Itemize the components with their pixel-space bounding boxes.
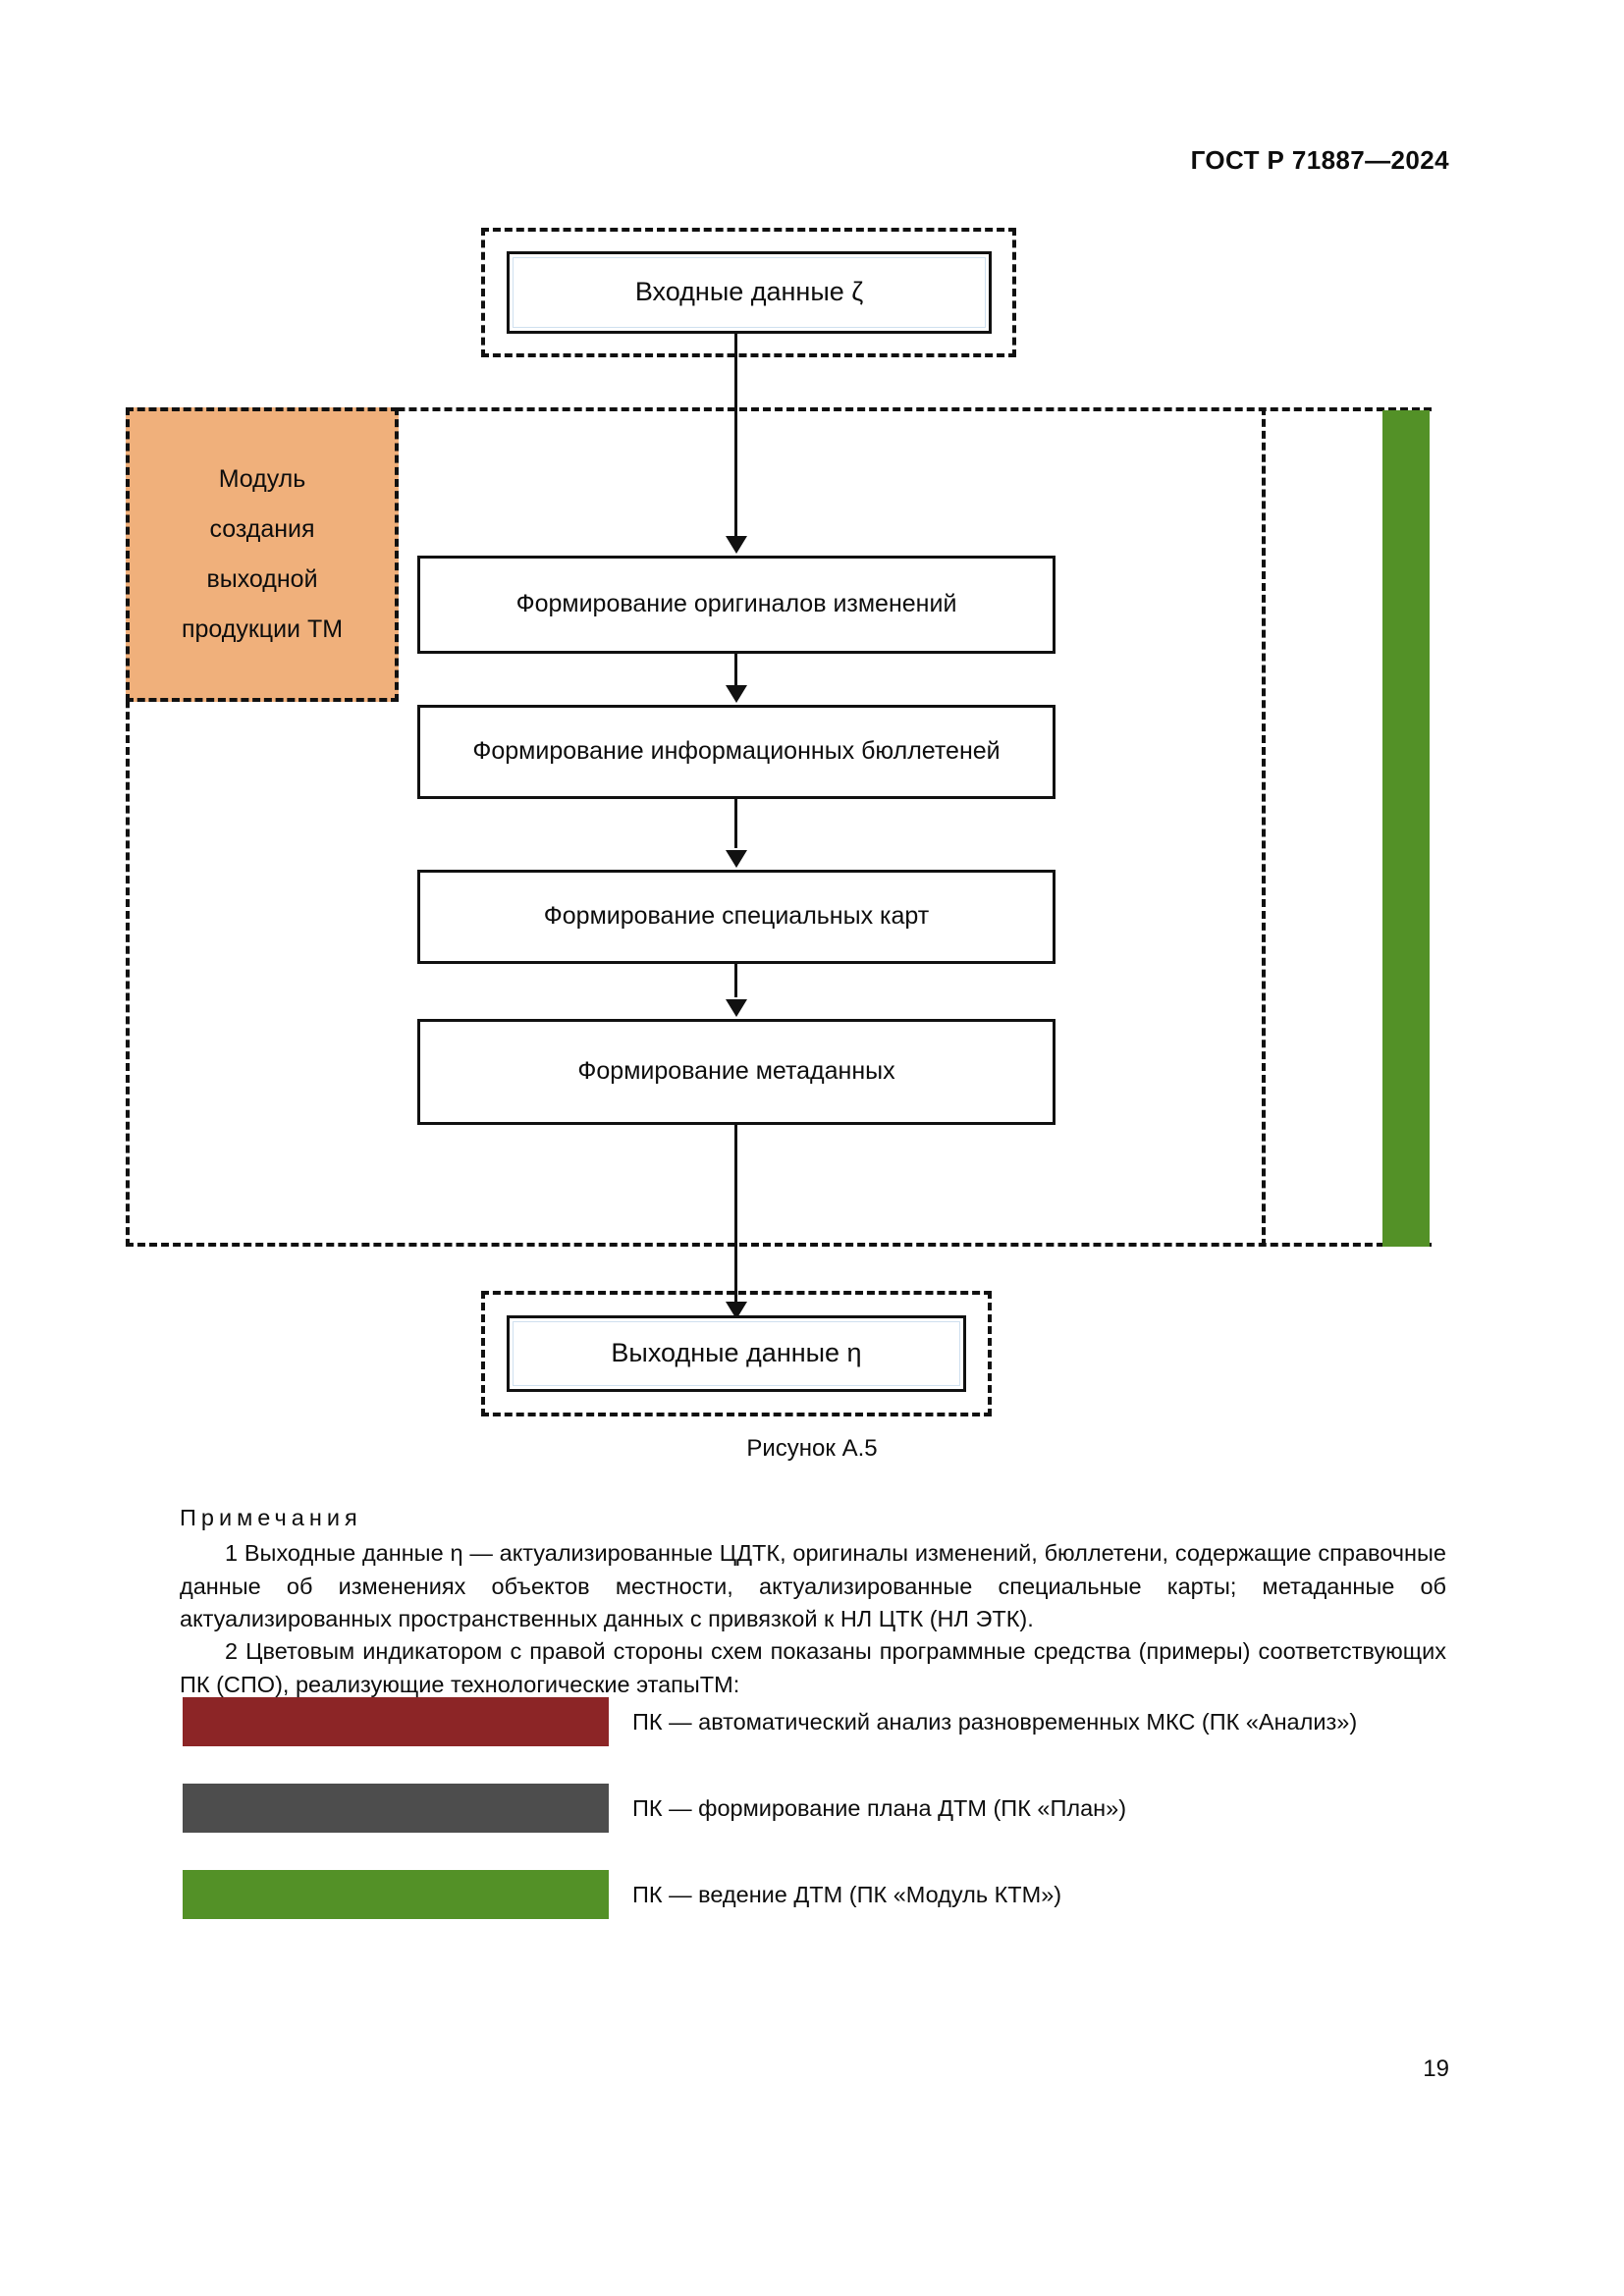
legend-row-analiz: ПК — автоматический анализ разновременны… bbox=[183, 1694, 1459, 1749]
software-indicator-bar-green bbox=[1382, 410, 1430, 1247]
figure-caption: Рисунок А.5 bbox=[746, 1435, 878, 1462]
legend-row-plan: ПК — формирование плана ДТМ (ПК «План») bbox=[183, 1781, 1459, 1836]
legend-label-analiz: ПК — автоматический анализ разновременны… bbox=[632, 1708, 1358, 1735]
connector-p2-to-p3 bbox=[734, 799, 737, 848]
connector-p3-to-p4 bbox=[734, 964, 737, 997]
node-process-3: Формирование специальных карт bbox=[417, 870, 1056, 964]
arrowhead-p1-to-p2 bbox=[726, 685, 747, 703]
document-header-standard-code: ГОСТ Р 71887—2024 bbox=[1190, 145, 1449, 175]
figure-a5: Входные данные ζ Модуль создания выходно… bbox=[126, 228, 1432, 1416]
note-item-2: 2 Цветовым индикатором с правой стороны … bbox=[180, 1638, 1446, 1697]
notes-section: Примечания 1 Выходные данные η — актуали… bbox=[180, 1502, 1446, 1701]
legend-swatch-analiz bbox=[183, 1697, 609, 1746]
node-output-data: Выходные данные η bbox=[507, 1315, 966, 1392]
node-input-data: Входные данные ζ bbox=[507, 251, 992, 334]
connector-input-to-p1 bbox=[734, 334, 737, 538]
legend-label-modul-ktm: ПК — ведение ДТМ (ПК «Модуль КТМ») bbox=[632, 1881, 1062, 1907]
process-group-dashed-boundary bbox=[126, 407, 1432, 1247]
node-process-4: Формирование метаданных bbox=[417, 1019, 1056, 1125]
arrowhead-p2-to-p3 bbox=[726, 850, 747, 868]
page-number: 19 bbox=[1423, 2056, 1449, 2082]
node-process-1: Формирование оригиналов изменений bbox=[417, 556, 1056, 654]
connector-p4-to-output bbox=[734, 1125, 737, 1309]
legend-swatch-modul-ktm bbox=[183, 1870, 609, 1919]
arrowhead-p4-to-output bbox=[726, 1302, 747, 1319]
note-item-1: 1 Выходные данные η — актуализированные … bbox=[180, 1540, 1446, 1632]
legend-label-plan: ПК — формирование плана ДТМ (ПК «План») bbox=[632, 1794, 1127, 1821]
connector-p1-to-p2 bbox=[734, 654, 737, 687]
process-group-right-divider bbox=[1262, 407, 1266, 1247]
notes-title: Примечания bbox=[180, 1505, 362, 1530]
arrowhead-input-to-p1 bbox=[726, 536, 747, 554]
input-dashed-boundary bbox=[481, 228, 1016, 357]
legend-swatch-plan bbox=[183, 1784, 609, 1833]
module-block bbox=[126, 407, 399, 702]
arrowhead-p3-to-p4 bbox=[726, 999, 747, 1017]
node-process-2: Формирование информационных бюллетеней bbox=[417, 705, 1056, 799]
legend-row-modul-ktm: ПК — ведение ДТМ (ПК «Модуль КТМ») bbox=[183, 1867, 1459, 1922]
output-dashed-boundary bbox=[481, 1291, 992, 1416]
